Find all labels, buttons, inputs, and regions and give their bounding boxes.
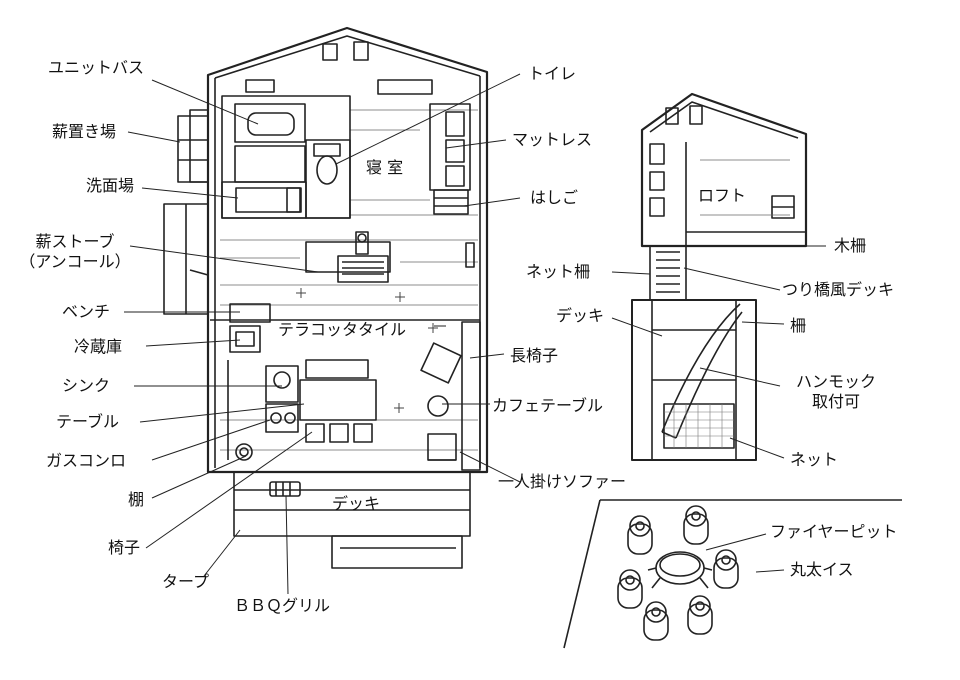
label-long-chair: 長椅子	[510, 346, 559, 365]
label-terracotta-tile: テラコッタタイル	[278, 320, 407, 339]
label-bedroom: 寝 室	[366, 158, 404, 177]
rope-bridge	[649, 245, 687, 301]
fire-pit-area	[563, 499, 902, 649]
wood-texture-main	[220, 109, 478, 451]
loft-structure	[640, 92, 808, 248]
label-ladder: はしご	[530, 188, 579, 207]
kitchen-dining	[210, 303, 481, 471]
label-tarp: タープ	[162, 572, 210, 591]
label-mattress: マットレス	[512, 130, 593, 149]
label-deck-lower: デッキ	[556, 306, 605, 325]
firewood-storage	[177, 109, 209, 183]
label-sink: シンク	[62, 376, 111, 395]
label-wood-stove-line1: 薪ストーブ	[35, 232, 115, 251]
leader-lines	[124, 73, 826, 595]
label-fence: 柵	[790, 316, 807, 335]
label-bridge-deck: つり橋風デッキ	[782, 280, 895, 299]
label-fridge: 冷蔵庫	[74, 337, 123, 356]
main-deck	[233, 471, 471, 569]
left-side-structures	[163, 203, 209, 315]
label-bench: ベンチ	[62, 302, 111, 321]
label-bbq-grill: ＢＢＱグリル	[234, 596, 331, 615]
label-hammock-line2: 取付可	[811, 392, 860, 411]
label-hammock-line1: ハンモック	[795, 372, 876, 391]
label-net: ネット	[790, 450, 839, 469]
wood-stove	[305, 231, 391, 283]
label-table: テーブル	[56, 412, 120, 431]
label-sofa: 一人掛けソファー	[498, 472, 627, 491]
label-shelf: 棚	[128, 490, 145, 509]
log-stools	[617, 505, 739, 641]
label-log-stool: 丸太イス	[790, 560, 854, 579]
label-cafe-table: カフェテーブル	[492, 396, 604, 415]
label-hammock: ハンモック 取付可	[786, 372, 886, 412]
label-fire-pit: ファイヤーピット	[770, 522, 898, 541]
label-gas-stove: ガスコンロ	[46, 451, 127, 470]
label-loft: ロフト	[698, 186, 747, 205]
bathroom-block	[221, 95, 351, 219]
label-deck: デッキ	[332, 494, 381, 513]
label-chair: 椅子	[108, 538, 141, 557]
label-wood-fence: 木柵	[834, 236, 867, 255]
main-house-outline	[206, 26, 489, 474]
label-washroom: 洗面場	[86, 176, 135, 195]
label-toilet: トイレ	[528, 64, 577, 83]
label-wood-stove-line2: （アンコール）	[19, 252, 131, 271]
label-firewood: 薪置き場	[52, 122, 117, 141]
label-net-fence: ネット柵	[526, 262, 591, 281]
bedroom	[429, 103, 475, 268]
label-unit-bath: ユニットバス	[48, 58, 145, 77]
wood-texture-loft	[700, 159, 790, 216]
cross-marks	[296, 288, 438, 413]
label-wood-stove: 薪ストーブ （アンコール）	[14, 232, 136, 272]
lower-deck	[631, 299, 757, 461]
